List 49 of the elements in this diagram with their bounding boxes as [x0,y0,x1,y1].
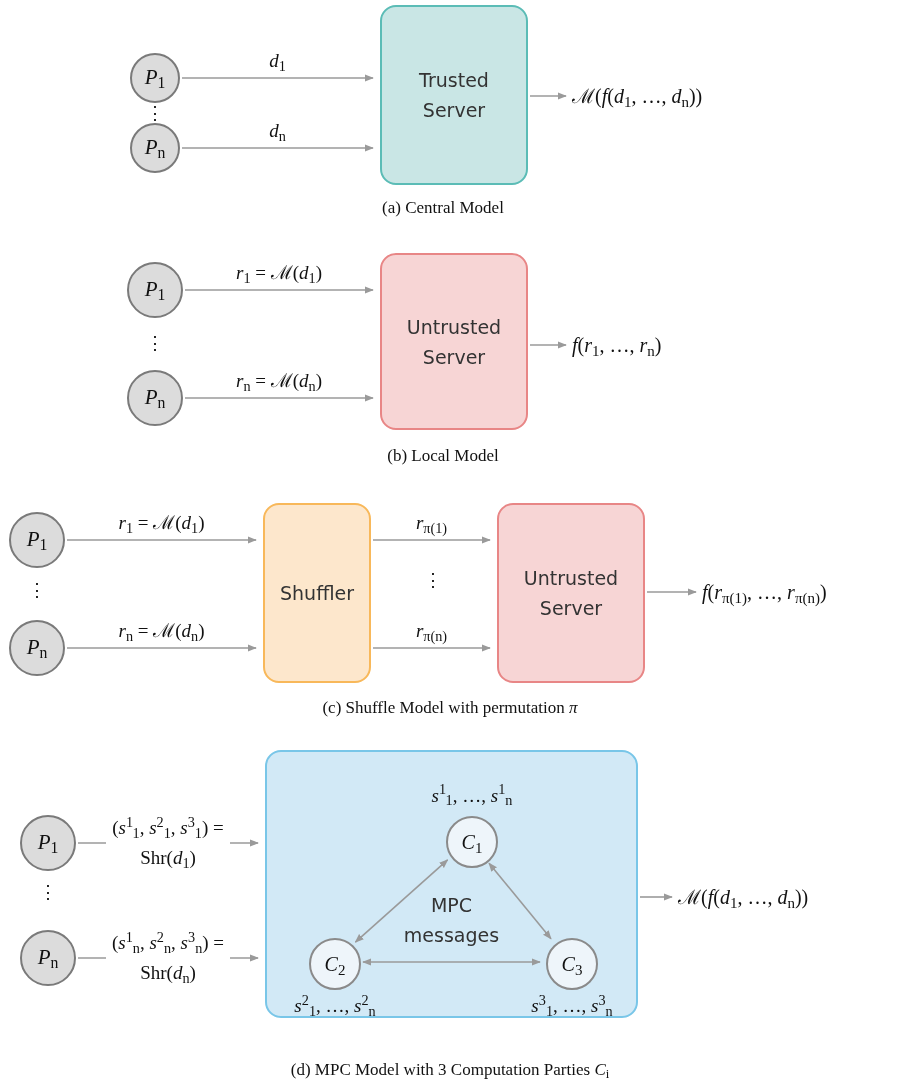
math-label: P$_{n}$ [144,384,166,414]
box-label: Untrusted Server [405,314,503,370]
box-label: MPC messages [402,893,501,948]
math-label: P$_{1}$ [37,829,59,859]
arrow [184,394,374,402]
arrow [529,341,567,349]
subfigure-caption: (a) Central Model [382,197,504,220]
arrow [639,893,673,901]
server-box [497,503,645,683]
math-label: P$_{n}$ [37,944,59,974]
server-box [380,5,528,185]
ellipsis-label: ⋮ [28,580,46,600]
arrow [529,92,567,100]
math-label: C$_{2}$ [324,952,346,979]
mpc-box [265,750,638,1018]
math-label: C$_{3}$ [561,952,583,979]
box-label: Untrusted Server [522,566,620,621]
arrow [362,958,541,966]
ellipsis-label: ⋮ [146,103,164,123]
math-label: P$_{1}$ [144,64,166,94]
math-label: ℳ(f(d$_{1}$, …, d$_{n}$)) [678,885,809,912]
ellipsis-label: ⋮ [39,882,57,902]
math-label: f(r$_{1}$, …, r$_{n}$) [572,333,662,360]
arrow [184,286,374,294]
arrow [181,74,374,82]
math-label: P$_{n}$ [144,134,166,164]
arrow [372,644,491,652]
arrow [488,862,552,940]
math-label: ℳ(f(d$_{1}$, …, d$_{n}$)) [572,84,703,111]
ellipsis-label: ⋮ [424,570,442,590]
ellipsis-label: ⋮ [146,333,164,353]
arrow [354,859,449,943]
subfigure-caption: (d) MPC Model with 3 Computation Parties C$_{i}$ [290,1059,610,1083]
arrow [646,588,697,596]
subfigure-caption: (b) Local Model [387,445,499,468]
math-label: P$_{1}$ [144,276,166,306]
shuffler-box [263,503,371,683]
math-label: f(r$_{π(1)}$, …, r$_{π(n)}$) [702,580,827,607]
math-label: P$_{n}$ [26,634,48,664]
server-box [380,253,528,430]
box-label: Shuffler [279,581,355,606]
math-label: P$_{1}$ [26,526,48,556]
arrow [66,536,257,544]
box-label: Trusted Server [418,68,490,123]
math-label: C$_{1}$ [461,830,483,857]
subfigure-caption: (c) Shuffle Model with permutation π [322,697,578,720]
arrow [372,536,491,544]
arrow [66,644,257,652]
arrow [181,144,374,152]
